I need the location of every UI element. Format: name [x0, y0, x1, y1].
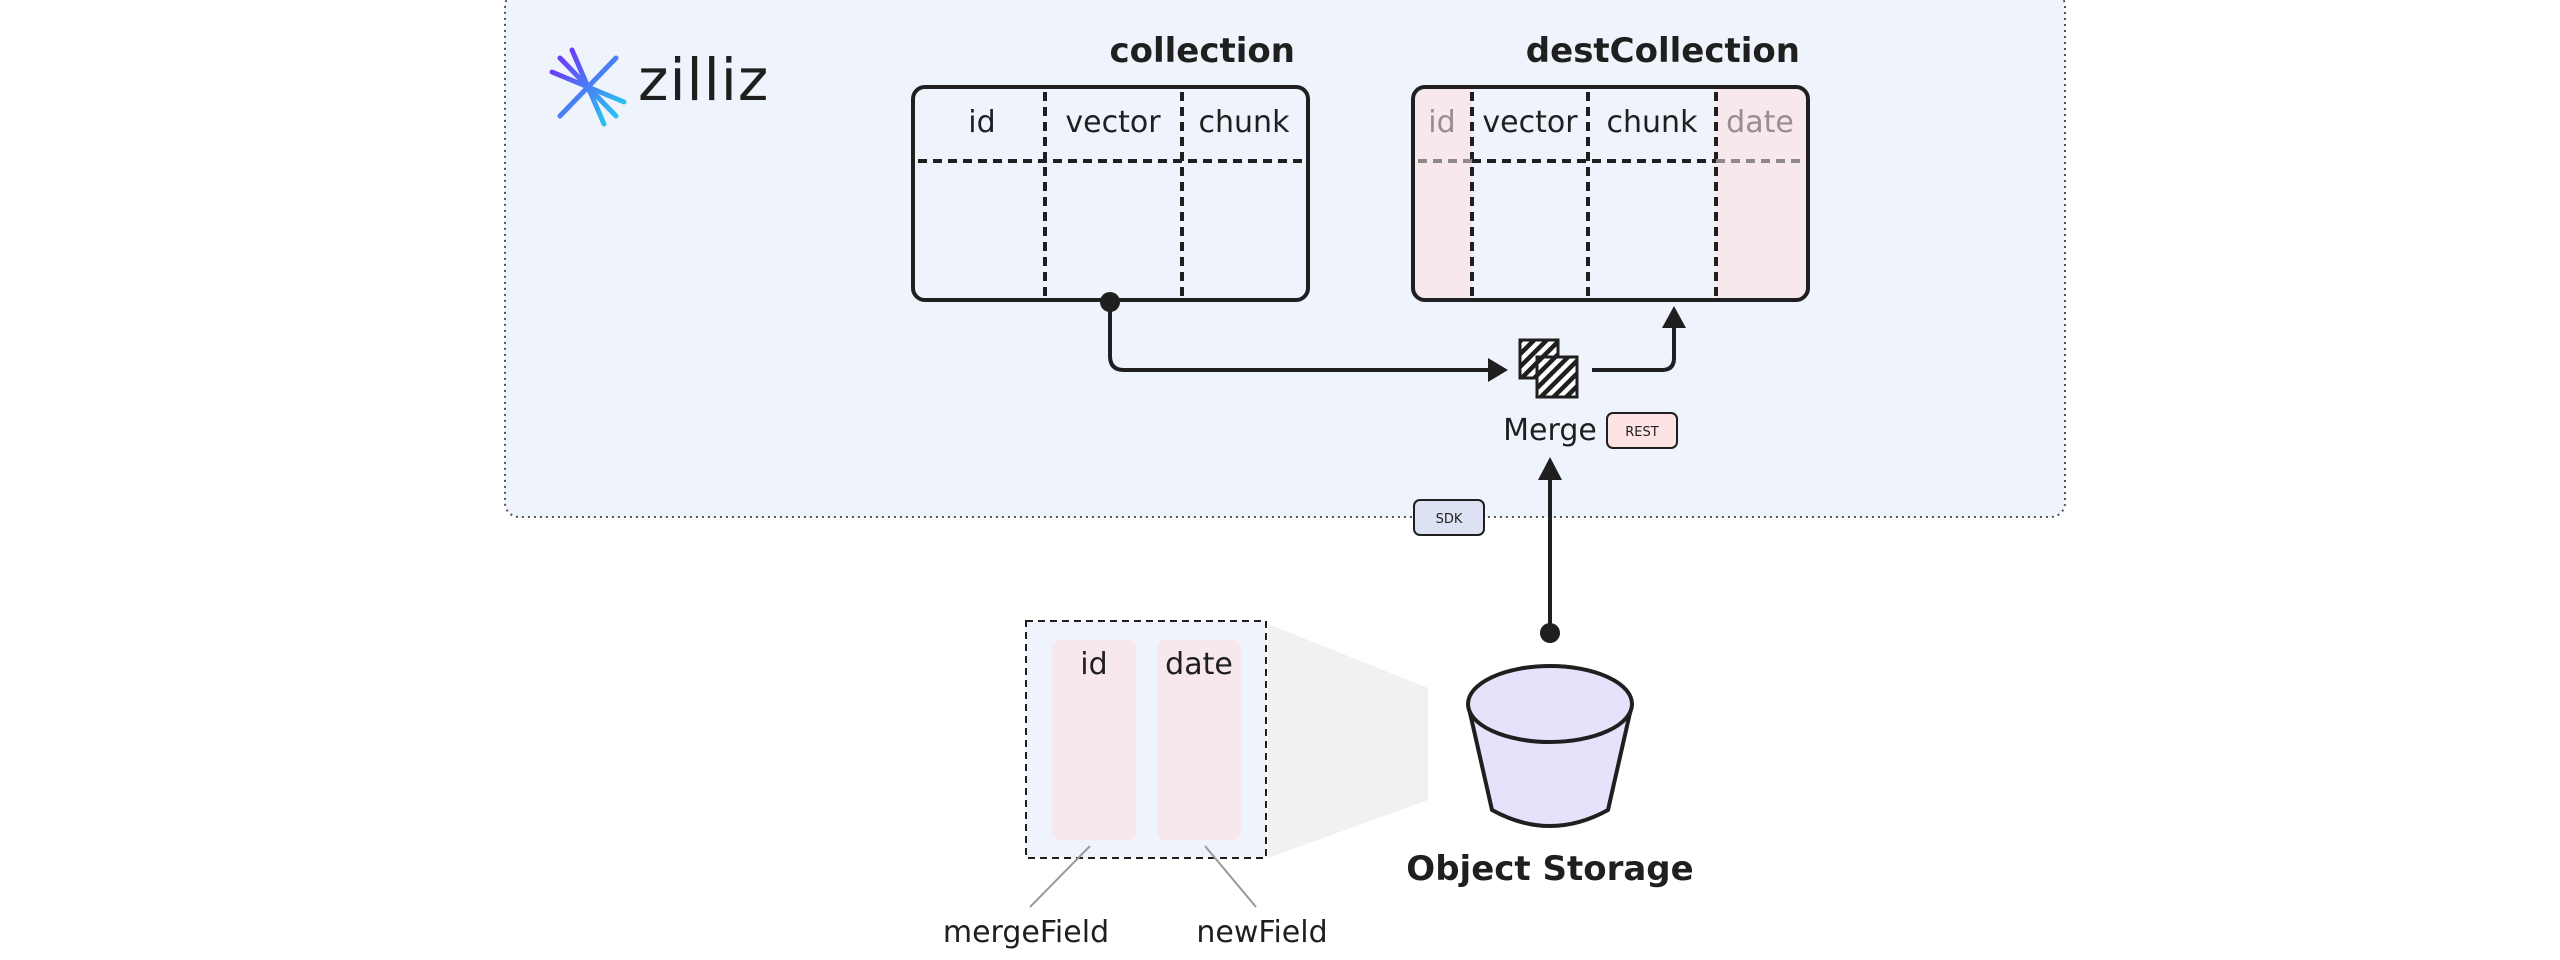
zilliz-star-icon [545, 43, 631, 131]
dest-collection-table: id vector chunk date [1411, 85, 1810, 302]
zilliz-wordmark: zilliz [638, 46, 769, 114]
file-col-date: date [1165, 647, 1233, 682]
collection-col-vector: vector [1065, 105, 1161, 140]
new-field-callout: newField [1196, 915, 1327, 950]
merge-label: Merge [1503, 413, 1597, 448]
dest-col-chunk: chunk [1607, 105, 1699, 140]
collection-to-merge-arrow [1100, 292, 1508, 382]
collection-col-id: id [968, 105, 995, 140]
file-col-id: id [1080, 647, 1107, 682]
rest-badge: REST [1606, 412, 1678, 449]
collection-col-chunk: chunk [1199, 105, 1291, 140]
file-preview: id date [1025, 620, 1267, 859]
new-field-leader [1204, 845, 1257, 908]
bucket-icon [1466, 664, 1634, 828]
storage-to-merge-arrow [1538, 457, 1562, 643]
dest-date-column-highlight [1716, 87, 1808, 300]
zilliz-logo: zilliz [545, 43, 769, 131]
merge-to-dest-arrow [1592, 306, 1686, 372]
file-col-date-box [1157, 640, 1241, 840]
file-col-id-box [1052, 640, 1136, 840]
zoom-cone [1268, 624, 1428, 858]
merge-field-leader [1029, 845, 1091, 908]
collection-title: collection [1109, 31, 1295, 71]
collection-table: id vector chunk [911, 85, 1310, 302]
dest-id-column-highlight [1413, 87, 1472, 300]
sdk-badge-label: SDK [1436, 512, 1463, 527]
object-storage-label: Object Storage [1406, 849, 1693, 889]
rest-badge-label: REST [1625, 425, 1658, 440]
dest-col-date: date [1726, 105, 1794, 140]
sdk-badge: SDK [1413, 499, 1485, 536]
dest-collection-title: destCollection [1526, 31, 1800, 71]
merge-field-callout: mergeField [943, 915, 1109, 950]
dest-col-id: id [1428, 105, 1455, 140]
merge-icon [1518, 338, 1579, 399]
dest-col-vector: vector [1482, 105, 1578, 140]
